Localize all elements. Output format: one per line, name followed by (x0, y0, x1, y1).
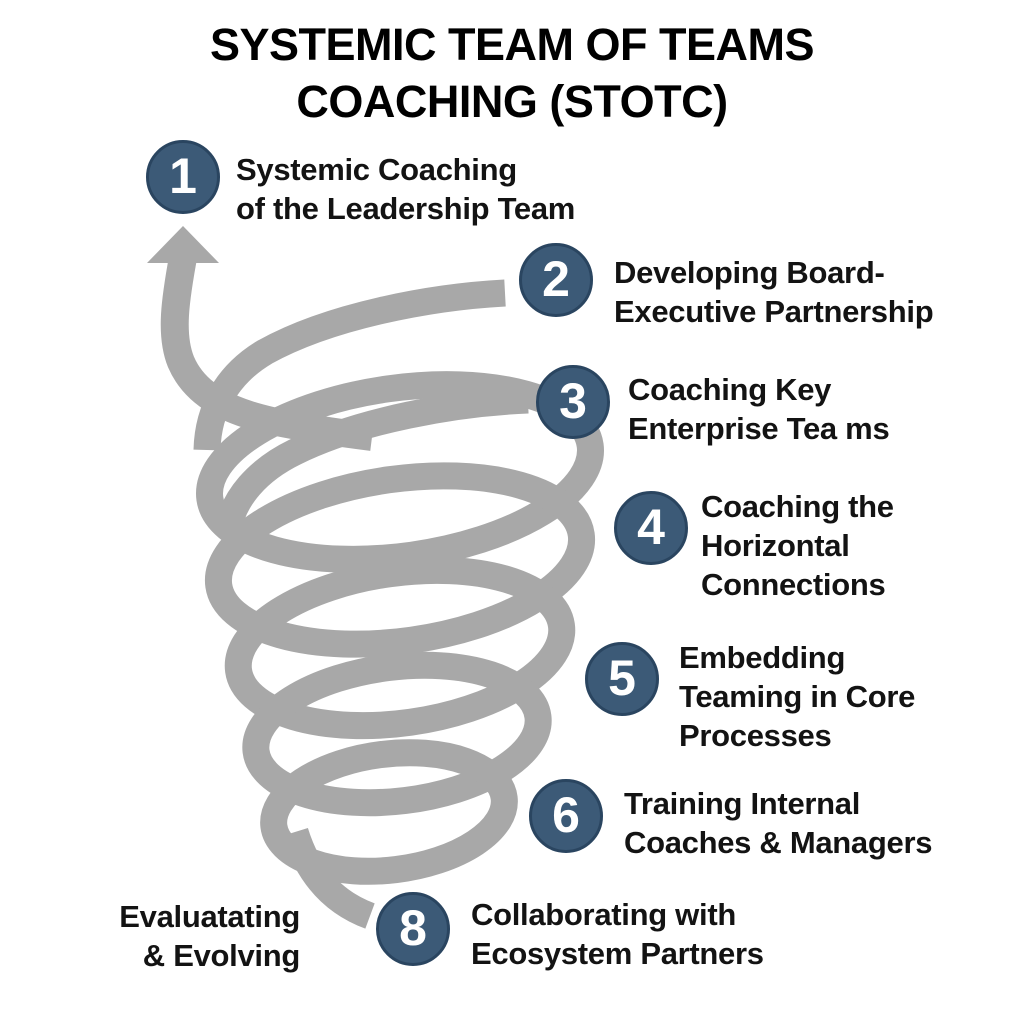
step-label-line: Training Internal (624, 786, 861, 821)
step-6-label: Training Internal Coaches & Managers (624, 784, 932, 862)
step-5-badge: 5 (585, 642, 659, 716)
step-3-label: Coaching Key Enterprise Tea ms (628, 370, 890, 448)
up-arrow-icon (147, 226, 374, 451)
step-2-number: 2 (542, 251, 570, 307)
step-1-number: 1 (169, 148, 197, 204)
page-title-line2: COACHING (STOTC) (296, 76, 728, 127)
step-2-label: Developing Board- Executive Partnership (614, 253, 934, 331)
step-label-line: Enterprise Tea ms (628, 411, 890, 446)
step-label-line: Evaluatating (119, 899, 300, 934)
step-label-line: Connections (701, 567, 886, 602)
step-4-badge: 4 (614, 491, 688, 565)
step-6-number: 6 (552, 787, 580, 843)
step-label-line: Systemic Coaching (236, 152, 517, 187)
step-1-badge: 1 (146, 140, 220, 214)
step-label-line: Executive Partnership (614, 294, 934, 329)
step-label-line: Teaming in Core (679, 679, 916, 714)
step-4-number: 4 (637, 499, 665, 555)
step-label-line: Processes (679, 718, 832, 753)
step-label-line: Developing Board- (614, 255, 885, 290)
step-label-line: Ecosystem Partners (471, 936, 764, 971)
step-8-number: 8 (399, 900, 427, 956)
step-label-line: & Evolving (142, 938, 301, 973)
step-6-badge: 6 (529, 779, 603, 853)
step-evaluating-label: Evaluatating & Evolving (119, 897, 300, 975)
page-title-line1: SYSTEMIC TEAM OF TEAMS (209, 19, 815, 70)
step-5-number: 5 (608, 650, 636, 706)
step-8-badge: 8 (376, 892, 450, 966)
step-1-label: Systemic Coaching of the Leadership Team (236, 150, 575, 228)
step-label-line: Coaching the (701, 489, 894, 524)
step-3-badge: 3 (536, 365, 610, 439)
step-label-line: Embedding (679, 640, 846, 675)
step-label-line: of the Leadership Team (236, 191, 576, 226)
step-label-line: Horizontal (701, 528, 850, 563)
step-8-label: Collaborating with Ecosystem Partners (471, 895, 764, 973)
step-label-line: Collaborating with (471, 897, 736, 932)
step-2-badge: 2 (519, 243, 593, 317)
step-3-number: 3 (559, 373, 587, 429)
step-5-label: Embedding Teaming in Core Processes (679, 638, 915, 755)
page-title: SYSTEMIC TEAM OF TEAMS COACHING (STOTC) (0, 16, 1024, 130)
step-label-line: Coaches & Managers (624, 825, 933, 860)
step-label-line: Coaching Key (628, 372, 832, 407)
step-4-label: Coaching the Horizontal Connections (701, 487, 894, 604)
